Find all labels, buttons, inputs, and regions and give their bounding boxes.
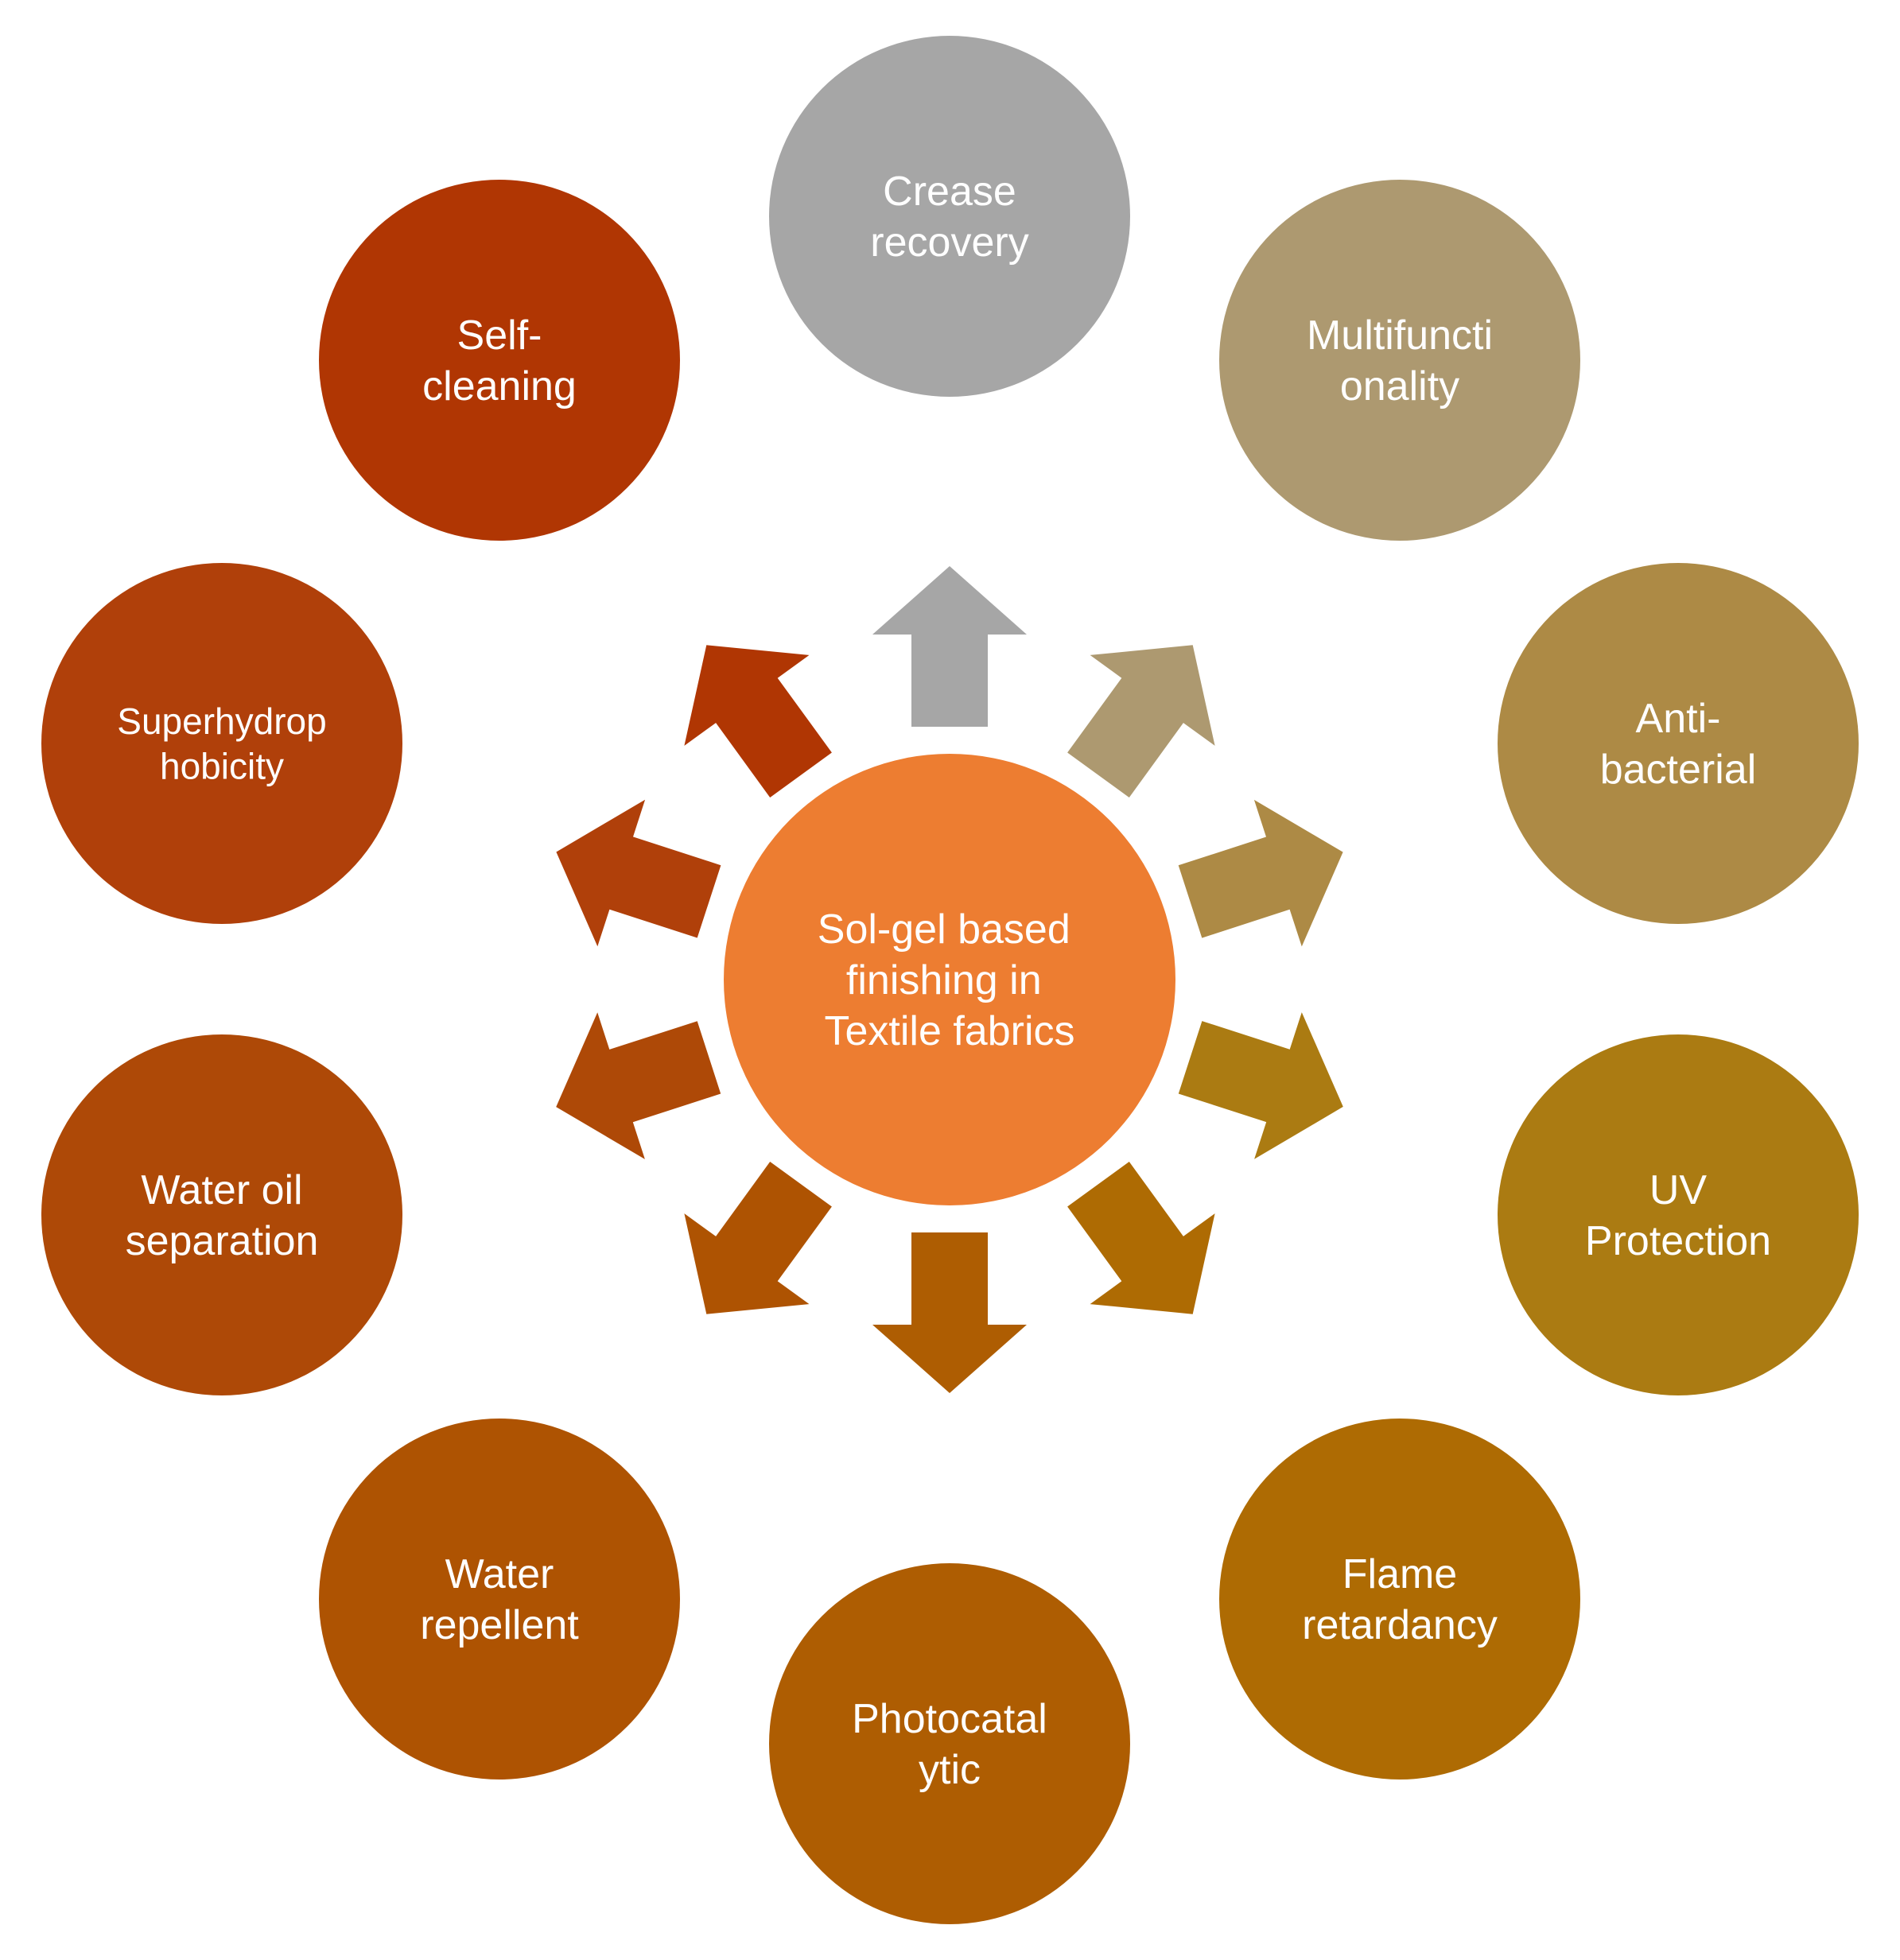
node-label-line: ytic [919,1747,981,1793]
arrows-layer [556,566,1343,1393]
center-circle [724,754,1175,1205]
node-photocatalytic: Photocatal ytic [769,1563,1130,1924]
arrow-to-flame-retardancy [1067,1162,1215,1314]
node-circle-anti-bacterial [1498,563,1859,924]
node-circle-photocatalytic [769,1563,1130,1924]
arrow-to-water-oil-separation [556,1012,721,1159]
node-label-line: Flame [1342,1551,1457,1597]
node-label-line: recovery [870,219,1028,266]
center-label-line-2: finishing in [846,957,1042,1003]
node-flame-retardancy: Flame retardancy [1219,1419,1580,1780]
arrow-to-uv-protection [1178,1012,1343,1159]
arrow-to-water-repellent [684,1162,832,1314]
center-label: Sol-gel based finishing in Textile fabri… [818,906,1082,1054]
arrow-to-self-cleaning [684,645,832,798]
node-label-line: Self- [457,312,542,359]
node-water-oil-separation: Water oil separation [41,1034,402,1395]
node-label-line: bacterial [1600,747,1757,793]
node-circle-multifunctionality [1219,180,1580,541]
node-circle-superhydrophobicity [41,563,402,924]
node-label-line: Multifuncti [1307,312,1493,359]
node-label-line: UV [1649,1167,1708,1213]
node-label-photocatalytic: Photocatal ytic [852,1696,1047,1793]
arrow-to-anti-bacterial [1178,799,1343,947]
node-label-line: hobicity [160,745,284,786]
node-circle-self-cleaning [319,180,680,541]
node-label-line: repellent [420,1602,579,1648]
arrow-to-multifunctionality [1067,645,1215,798]
node-circle-flame-retardancy [1219,1419,1580,1780]
node-self-cleaning: Self-cleaning [319,180,680,541]
node-water-repellent: Water repellent [319,1419,680,1780]
node-label-line: Crease [883,169,1016,215]
node-label-line: Protection [1585,1218,1771,1264]
node-label-line: separation [126,1218,319,1264]
node-circle-water-repellent [319,1419,680,1780]
node-label-uv-protection: UV Protection [1585,1167,1771,1264]
arrow-to-crease-recovery [872,566,1027,727]
node-label-line: Photocatal [852,1696,1047,1742]
node-label-water-repellent: Water repellent [420,1551,579,1648]
node-circle-uv-protection [1498,1034,1859,1395]
arrow-to-superhydrophobicity [556,799,721,947]
node-label-flame-retardancy: Flame retardancy [1302,1551,1498,1648]
node-label-line: Water [445,1551,554,1597]
node-label-line: cleaning [422,363,577,409]
node-anti-bacterial: Anti-bacterial [1498,563,1859,924]
node-uv-protection: UV Protection [1498,1034,1859,1395]
node-label-line: Superhydrop [117,701,326,742]
node-label-line: Anti- [1636,696,1721,742]
node-label-anti-bacterial: Anti-bacterial [1600,696,1757,793]
node-circle-crease-recovery [769,36,1130,397]
node-label-line: retardancy [1302,1602,1498,1648]
node-label-water-oil-separation: Water oil separation [126,1167,319,1264]
node-label-self-cleaning: Self-cleaning [422,312,577,409]
center-label-line-1: Sol-gel based [818,906,1070,953]
node-circle-water-oil-separation [41,1034,402,1395]
node-label-line: onality [1340,363,1459,409]
node-label-line: Water oil [141,1167,302,1213]
arrow-to-photocatalytic [872,1232,1027,1393]
center-node: Sol-gel based finishing in Textile fabri… [724,754,1175,1205]
center-label-line-3: Textile fabrics [825,1008,1075,1054]
